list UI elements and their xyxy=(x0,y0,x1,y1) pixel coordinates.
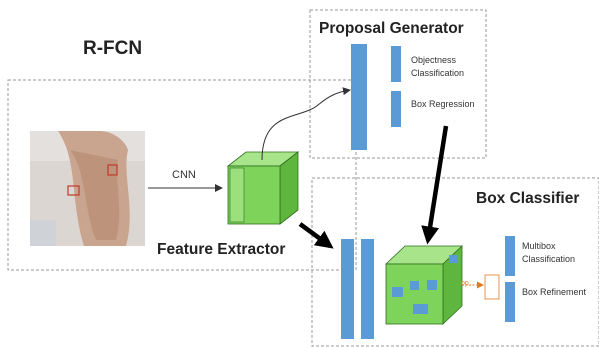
feature-extractor-title: Feature Extractor xyxy=(157,241,286,258)
extractor-to-classifier-arrow xyxy=(298,222,334,249)
proposal-generator-title: Proposal Generator xyxy=(319,20,464,37)
objectness-bar xyxy=(391,46,401,82)
roi-output-box xyxy=(484,274,500,300)
classifier-bar-2 xyxy=(361,239,374,339)
lesion-box-2 xyxy=(107,164,118,176)
box-classifier-region xyxy=(311,177,599,347)
refinement-bar xyxy=(505,282,515,322)
multibox-classification-label: Multibox Classification xyxy=(522,241,576,264)
classifier-bar-1 xyxy=(341,239,354,339)
box-classifier-cube xyxy=(384,245,464,325)
multibox-bar xyxy=(505,236,515,276)
rfcn-title: R-FCN xyxy=(83,38,143,59)
lesion-box-1 xyxy=(67,185,80,196)
rfcn-region xyxy=(7,79,357,271)
proposal-generator-region xyxy=(309,9,487,159)
proposal-to-classifier-arrow xyxy=(421,125,449,245)
box-classifier-title: Box Classifier xyxy=(476,190,580,207)
feature-extractor-cube xyxy=(226,151,300,225)
curve-to-proposal-arrow xyxy=(261,87,351,161)
box-refinement-label: Box Refinement xyxy=(522,287,587,297)
input-foot-image xyxy=(30,131,145,246)
box-regression-label: Box Regression xyxy=(411,99,475,109)
proposal-main-bar xyxy=(351,44,367,150)
cnn-label: CNN xyxy=(172,169,196,181)
box-regression-bar xyxy=(391,91,401,127)
objectness-classification-label: Objectness Classification xyxy=(411,55,465,78)
roi-op-label: op xyxy=(461,280,469,287)
